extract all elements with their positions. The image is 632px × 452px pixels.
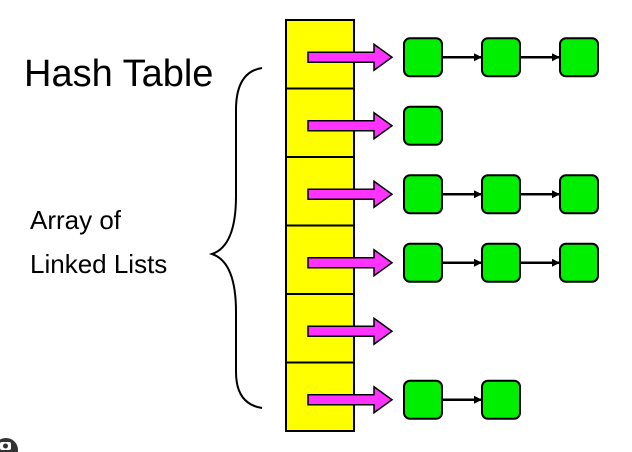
diagram-title: Hash Table — [24, 53, 213, 95]
pointer-arrow — [307, 248, 394, 278]
bucket-array — [285, 19, 355, 432]
list-node — [559, 174, 599, 215]
linked-list-nodes — [403, 37, 599, 420]
list-node — [559, 37, 599, 78]
list-node — [481, 174, 521, 215]
list-node — [403, 105, 443, 146]
list-node — [481, 379, 521, 420]
list-node — [481, 242, 521, 283]
pointer-arrow — [307, 179, 394, 209]
list-node — [403, 174, 443, 215]
brace-shape — [208, 67, 263, 409]
pointer-arrow — [307, 316, 394, 346]
array-of-label: Array of — [30, 205, 122, 235]
pointer-arrows — [307, 42, 394, 415]
pointer-arrow — [307, 111, 394, 141]
pointer-arrow — [307, 42, 394, 72]
pointer-arrow — [307, 385, 394, 415]
list-node — [559, 242, 599, 283]
list-node — [403, 37, 443, 78]
camera-icon — [0, 438, 18, 452]
list-node — [481, 37, 521, 78]
list-node — [403, 379, 443, 420]
list-node — [403, 242, 443, 283]
linked-lists-label: Linked Lists — [30, 249, 167, 279]
